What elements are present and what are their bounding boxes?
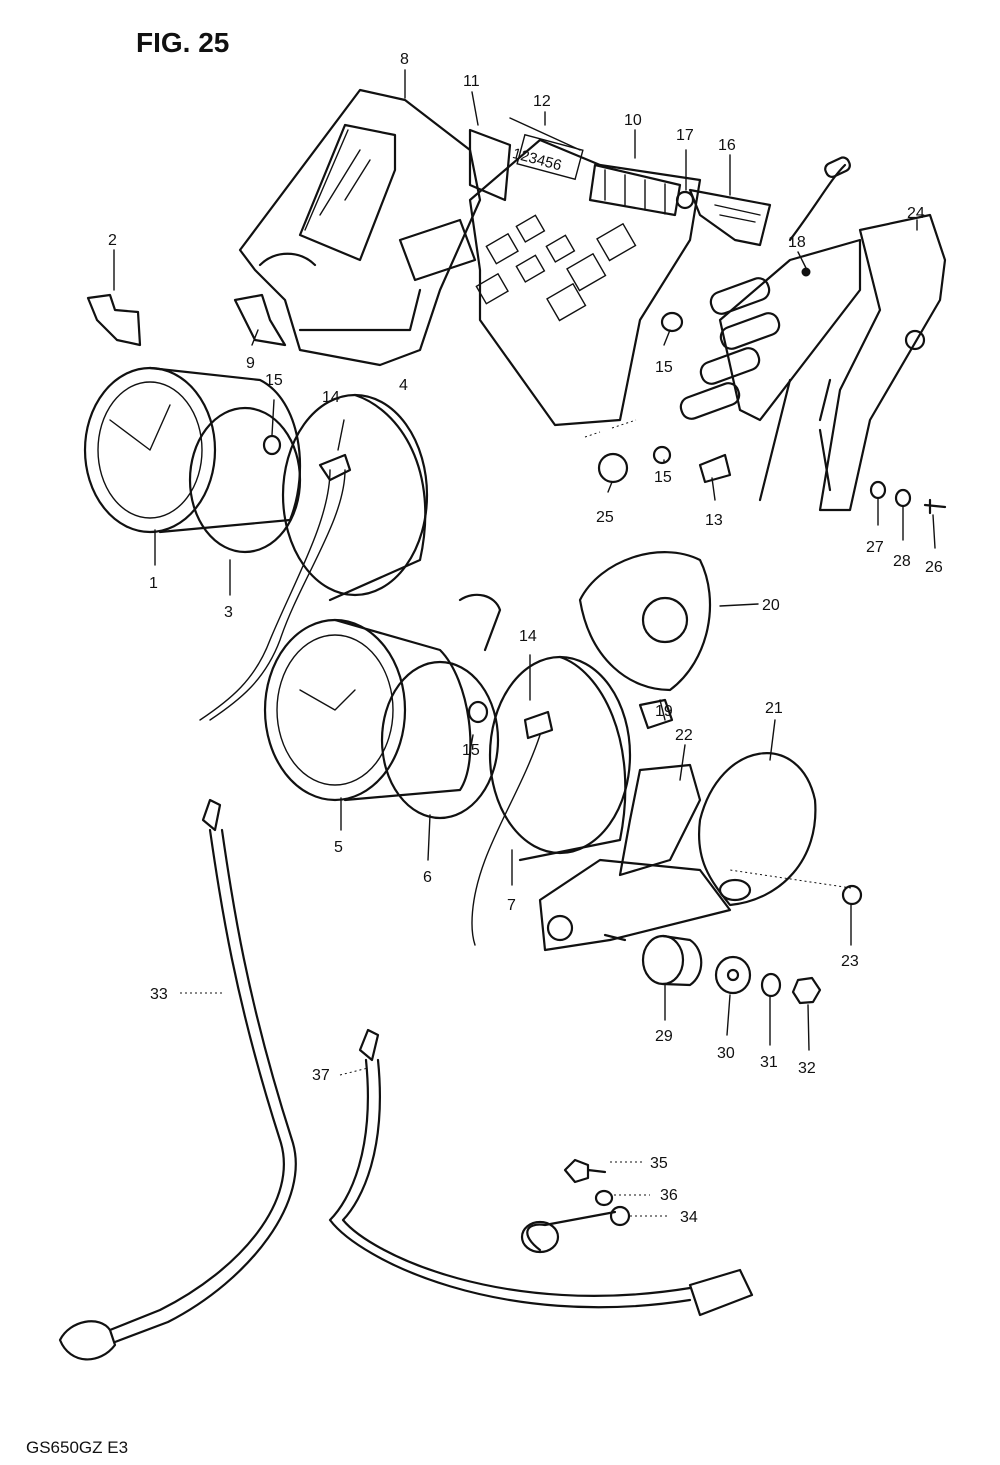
callout-17: 17 [676, 127, 694, 144]
callout-15-housing: 15 [655, 359, 673, 376]
callout-1: 1 [149, 575, 158, 592]
callout-15-speedo: 15 [265, 372, 283, 389]
callout-4: 4 [399, 377, 408, 394]
callout-26: 26 [925, 559, 943, 576]
tachometer-assembly [263, 551, 863, 952]
callout-3: 3 [224, 604, 233, 621]
callout-33: 33 [150, 986, 168, 1003]
callout-22: 22 [675, 727, 693, 744]
meter-panel-cover [238, 88, 482, 367]
callout-14-upper: 14 [322, 389, 340, 406]
callout-21: 21 [765, 700, 783, 717]
small-hardware-lower [520, 1158, 631, 1254]
callout-18: 18 [788, 234, 806, 251]
callout-5: 5 [334, 839, 343, 856]
callout-24: 24 [907, 205, 925, 222]
callout-11: 11 [463, 73, 480, 90]
meter-cables [58, 798, 754, 1361]
callout-15-tacho: 15 [462, 742, 480, 759]
callout-10: 10 [624, 112, 642, 129]
callout-34: 34 [680, 1209, 698, 1226]
callout-2: 2 [108, 232, 117, 249]
indicator-digit-labels: 123456 [511, 145, 564, 174]
callout-37: 37 [312, 1067, 330, 1084]
callout-30: 30 [717, 1045, 735, 1062]
callout-15-lower-right: 15 [654, 469, 672, 486]
callout-6: 6 [423, 869, 432, 886]
callout-12: 12 [533, 93, 551, 110]
mounting-hardware [603, 933, 822, 1005]
callout-19: 19 [655, 703, 673, 720]
callout-31: 31 [760, 1054, 778, 1071]
callout-16: 16 [718, 137, 736, 154]
small-hardware-upper [233, 267, 947, 515]
callout-35: 35 [650, 1155, 668, 1172]
callout-20: 20 [762, 597, 780, 614]
callout-25: 25 [596, 509, 614, 526]
callout-14-lower: 14 [519, 628, 537, 645]
callout-36: 36 [660, 1187, 678, 1204]
callout-9: 9 [246, 355, 255, 372]
speedometer-assembly [83, 293, 429, 721]
callout-23: 23 [841, 953, 859, 970]
callout-13: 13 [705, 512, 723, 529]
model-code-footer: GS650GZ E3 [26, 1438, 128, 1457]
callout-8: 8 [400, 51, 409, 68]
lamp-socket-harness [675, 156, 947, 512]
callout-27: 27 [866, 539, 884, 556]
callout-29: 29 [655, 1028, 673, 1045]
callout-labels: 1 2 3 4 5 6 7 8 9 10 11 12 13 14 14 15 1… [108, 51, 943, 1226]
callout-leader-lines [113, 69, 936, 1217]
figure-title: FIG. 25 [136, 27, 229, 58]
callout-7: 7 [507, 897, 516, 914]
callout-32: 32 [798, 1060, 816, 1077]
callout-28: 28 [893, 553, 911, 570]
